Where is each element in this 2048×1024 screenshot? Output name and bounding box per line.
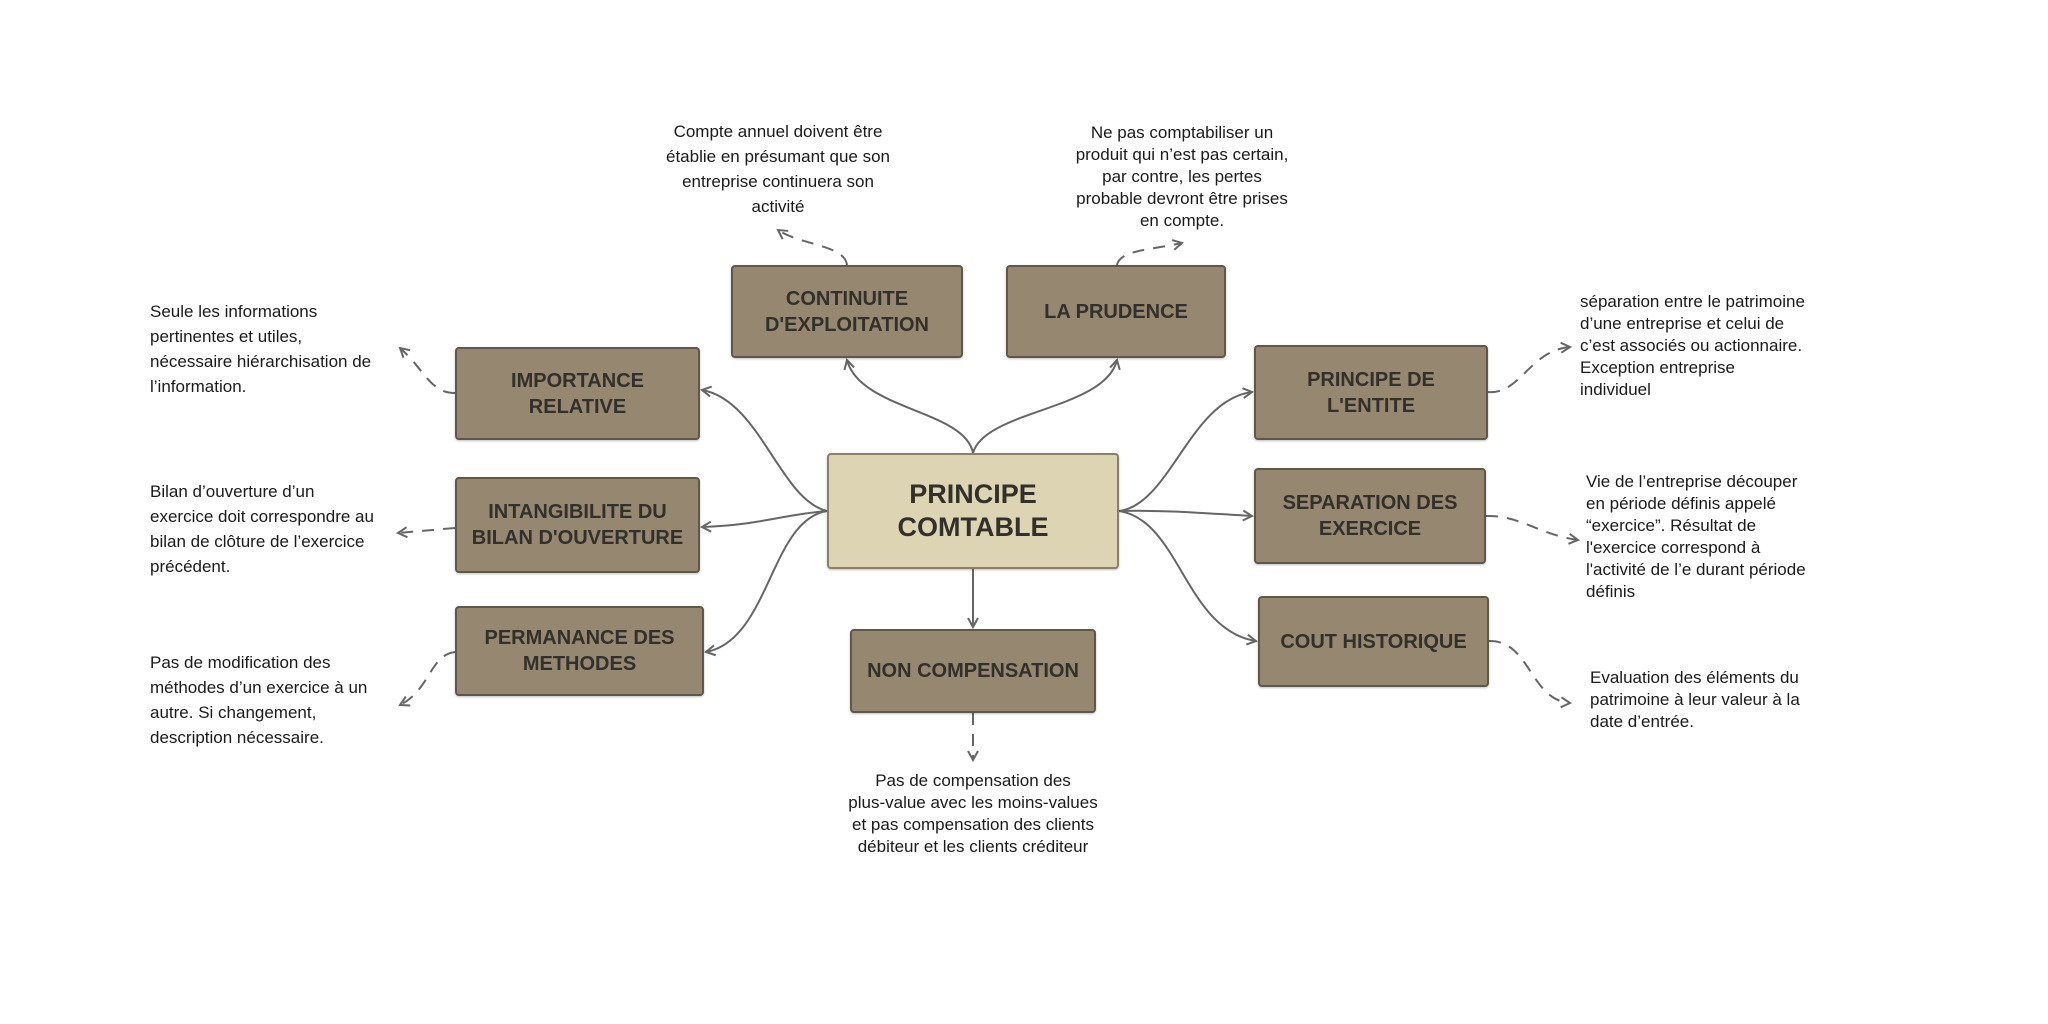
link-prudence [972,360,1117,454]
dash-prudence [1116,243,1182,266]
link-entite [1118,392,1252,512]
dash-continuite [778,230,848,266]
dash-permanance [400,651,456,705]
central-node[interactable]: PRINCIPE COMTABLE [827,453,1119,569]
dash-importance [400,348,456,394]
node-intangibilite[interactable]: INTANGIBILITE DU BILAN D'OUVERTURE [455,477,700,573]
node-separation[interactable]: SEPARATION DES EXERCICE [1254,468,1486,564]
link-importance [702,390,828,512]
dash-cout [1488,639,1570,703]
link-continuite [847,360,974,454]
note-separation: Vie de l’entreprise découper en période … [1586,472,1806,601]
link-intangibilite [702,510,828,527]
note-non-compensation: Pas de compensation des plus-value avec … [848,771,1098,856]
node-continuite[interactable]: CONTINUITE D'EXPLOITATION [731,265,963,358]
dash-separation [1485,514,1578,540]
link-cout [1118,510,1256,641]
dash-intangibilite [398,528,456,533]
note-prudence: Ne pas comptabiliser un produit qui n’es… [1075,123,1289,230]
link-permanance [706,510,828,652]
note-entite: séparation entre le patrimoine d’une ent… [1580,292,1805,399]
node-prudence[interactable]: LA PRUDENCE [1006,265,1226,358]
dash-entite [1487,347,1570,394]
link-separation [1118,511,1252,516]
note-permanance: Pas de modification des méthodes d’un ex… [150,653,368,747]
note-cout: Evaluation des éléments du patrimoine à … [1590,668,1800,731]
note-continuite: Compte annuel doivent être établie en pr… [666,122,890,216]
node-importance[interactable]: IMPORTANCE RELATIVE [455,347,700,440]
node-cout[interactable]: COUT HISTORIQUE [1258,596,1489,687]
node-permanance[interactable]: PERMANANCE DES METHODES [455,606,704,696]
node-non-compensation[interactable]: NON COMPENSATION [850,629,1096,713]
note-intangibilite: Bilan d’ouverture d’un exercice doit cor… [150,482,374,576]
note-importance: Seule les informations pertinentes et ut… [150,302,372,396]
node-entite[interactable]: PRINCIPE DE L'ENTITE [1254,345,1488,440]
